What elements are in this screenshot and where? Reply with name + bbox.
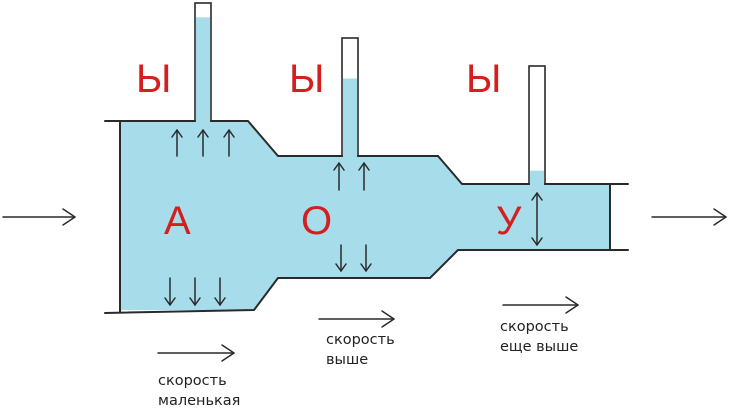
caption-wide-line2: маленькая bbox=[158, 393, 240, 409]
flow-out-arrow bbox=[651, 208, 727, 226]
tube-3-letter: Ы bbox=[466, 57, 501, 101]
caption-middle-line1: скорость bbox=[326, 332, 395, 348]
pipe-bottom-wall bbox=[104, 249, 629, 314]
pipe-top-wall bbox=[104, 120, 629, 185]
caption-narrow-line1: скорость bbox=[500, 319, 569, 335]
flow-in-arrow bbox=[2, 208, 76, 226]
pipe-letter-narrow: У bbox=[496, 199, 522, 243]
tube-2-letter: Ы bbox=[289, 57, 324, 101]
caption-middle-line2: выше bbox=[326, 352, 368, 368]
tube-1-letter: Ы bbox=[136, 57, 171, 101]
caption-narrow-line2: еще выше bbox=[500, 339, 578, 355]
pressure-arrows-narrow bbox=[531, 192, 543, 246]
pressure-arrows-wide-bottom bbox=[164, 277, 226, 306]
speed-arrow-narrow bbox=[502, 296, 579, 314]
tube-2-liquid bbox=[343, 78, 357, 157]
tube-3-liquid bbox=[530, 170, 544, 185]
speed-arrow-middle bbox=[318, 310, 395, 328]
pressure-arrows-wide-top bbox=[171, 129, 235, 157]
pipe-liquid bbox=[120, 121, 610, 310]
pipe-letter-middle: О bbox=[301, 199, 332, 243]
pressure-arrows-middle-bottom bbox=[335, 244, 372, 272]
pipe-letter-wide: А bbox=[164, 199, 191, 243]
tube-1-liquid bbox=[196, 17, 210, 122]
tube-3-body bbox=[528, 65, 546, 185]
speed-arrow-wide bbox=[157, 344, 235, 362]
caption-wide-line1: скорость bbox=[158, 373, 227, 389]
pressure-arrows-middle-top bbox=[333, 162, 370, 191]
